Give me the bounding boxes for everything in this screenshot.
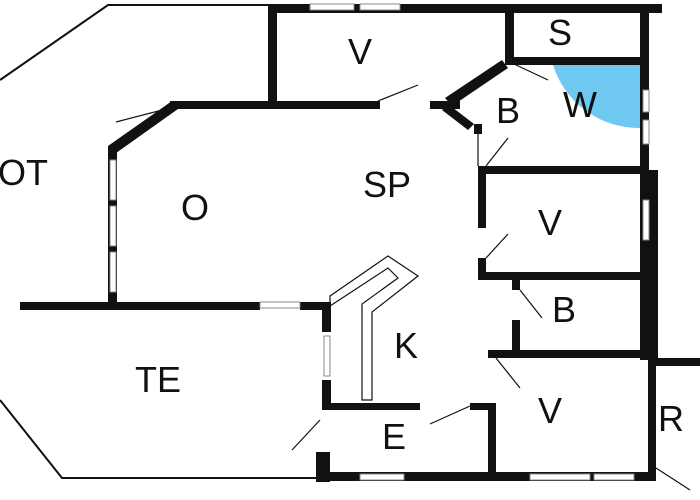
- room-labels: OT V S W B SP O V B K TE V E R: [0, 12, 684, 457]
- room-label-s: S: [548, 12, 572, 53]
- doors: [115, 63, 691, 491]
- room-label-e: E: [382, 416, 406, 457]
- room-label-w: W: [563, 84, 597, 125]
- room-label-v-bot: V: [538, 390, 562, 431]
- room-label-r: R: [658, 398, 684, 439]
- room-label-ot: OT: [0, 152, 48, 193]
- outer-outline: [0, 4, 320, 479]
- washroom-fixture: [553, 65, 640, 129]
- room-label-k: K: [394, 325, 418, 366]
- windows: [109, 3, 650, 481]
- room-label-v-mid: V: [538, 202, 562, 243]
- room-label-b-top: B: [496, 90, 520, 131]
- room-label-te: TE: [135, 359, 181, 400]
- room-label-b-mid: B: [552, 289, 576, 330]
- kitchen-counter: [329, 255, 420, 401]
- room-label-o: O: [181, 187, 209, 228]
- walls: [20, 4, 700, 482]
- room-label-sp: SP: [363, 164, 411, 205]
- room-label-v-top: V: [348, 31, 372, 72]
